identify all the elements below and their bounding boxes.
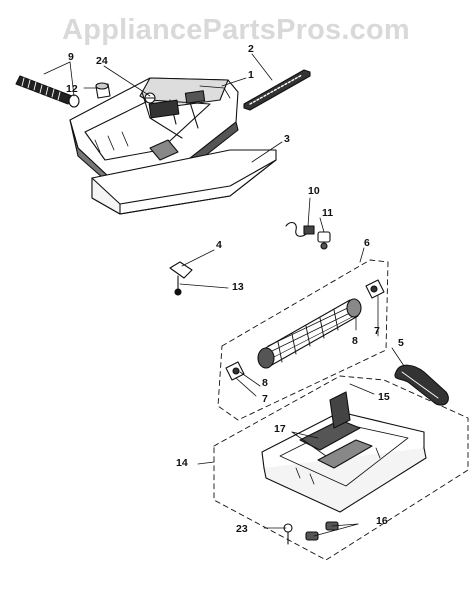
callout-8-left: 8 [262, 377, 268, 389]
callout-15: 15 [378, 391, 390, 403]
callout-1: 1 [248, 69, 254, 81]
callout-12: 12 [66, 83, 78, 95]
callout-6: 6 [364, 237, 370, 249]
leader-lines [43, 53, 405, 537]
callout-8-right: 8 [352, 335, 358, 347]
callout-7-right: 7 [374, 325, 380, 337]
wheel-16a [305, 531, 319, 541]
callout-2: 2 [248, 43, 254, 55]
callout-14: 14 [176, 457, 188, 469]
hood-cover [69, 77, 239, 187]
threaded-rod [15, 75, 80, 108]
callout-11: 11 [322, 207, 334, 219]
drive-belt [394, 364, 449, 406]
callout-16: 16 [376, 515, 388, 527]
screw-part [144, 92, 156, 104]
callout-5: 5 [398, 337, 404, 349]
base-pan [261, 391, 427, 513]
wire-clip [285, 221, 315, 237]
callout-24: 24 [96, 55, 108, 67]
callout-4: 4 [216, 239, 222, 251]
brushroll-group-outline [217, 259, 389, 421]
callout-10: 10 [308, 185, 320, 197]
clip-part [169, 261, 193, 296]
knob-part [95, 82, 111, 99]
callout-17: 17 [274, 423, 286, 435]
callout-13: 13 [232, 281, 244, 293]
callout-23: 23 [236, 523, 248, 535]
base-plate [91, 149, 277, 215]
callout-3: 3 [284, 133, 290, 145]
callout-7-left: 7 [262, 393, 268, 405]
bearing-left [225, 361, 245, 381]
brush-roll [257, 298, 362, 369]
plug-part [317, 231, 331, 250]
bumper-strip [243, 69, 311, 111]
bearing-right [365, 279, 385, 299]
base-pan-group-outline [213, 375, 469, 561]
callout-9: 9 [68, 51, 74, 63]
